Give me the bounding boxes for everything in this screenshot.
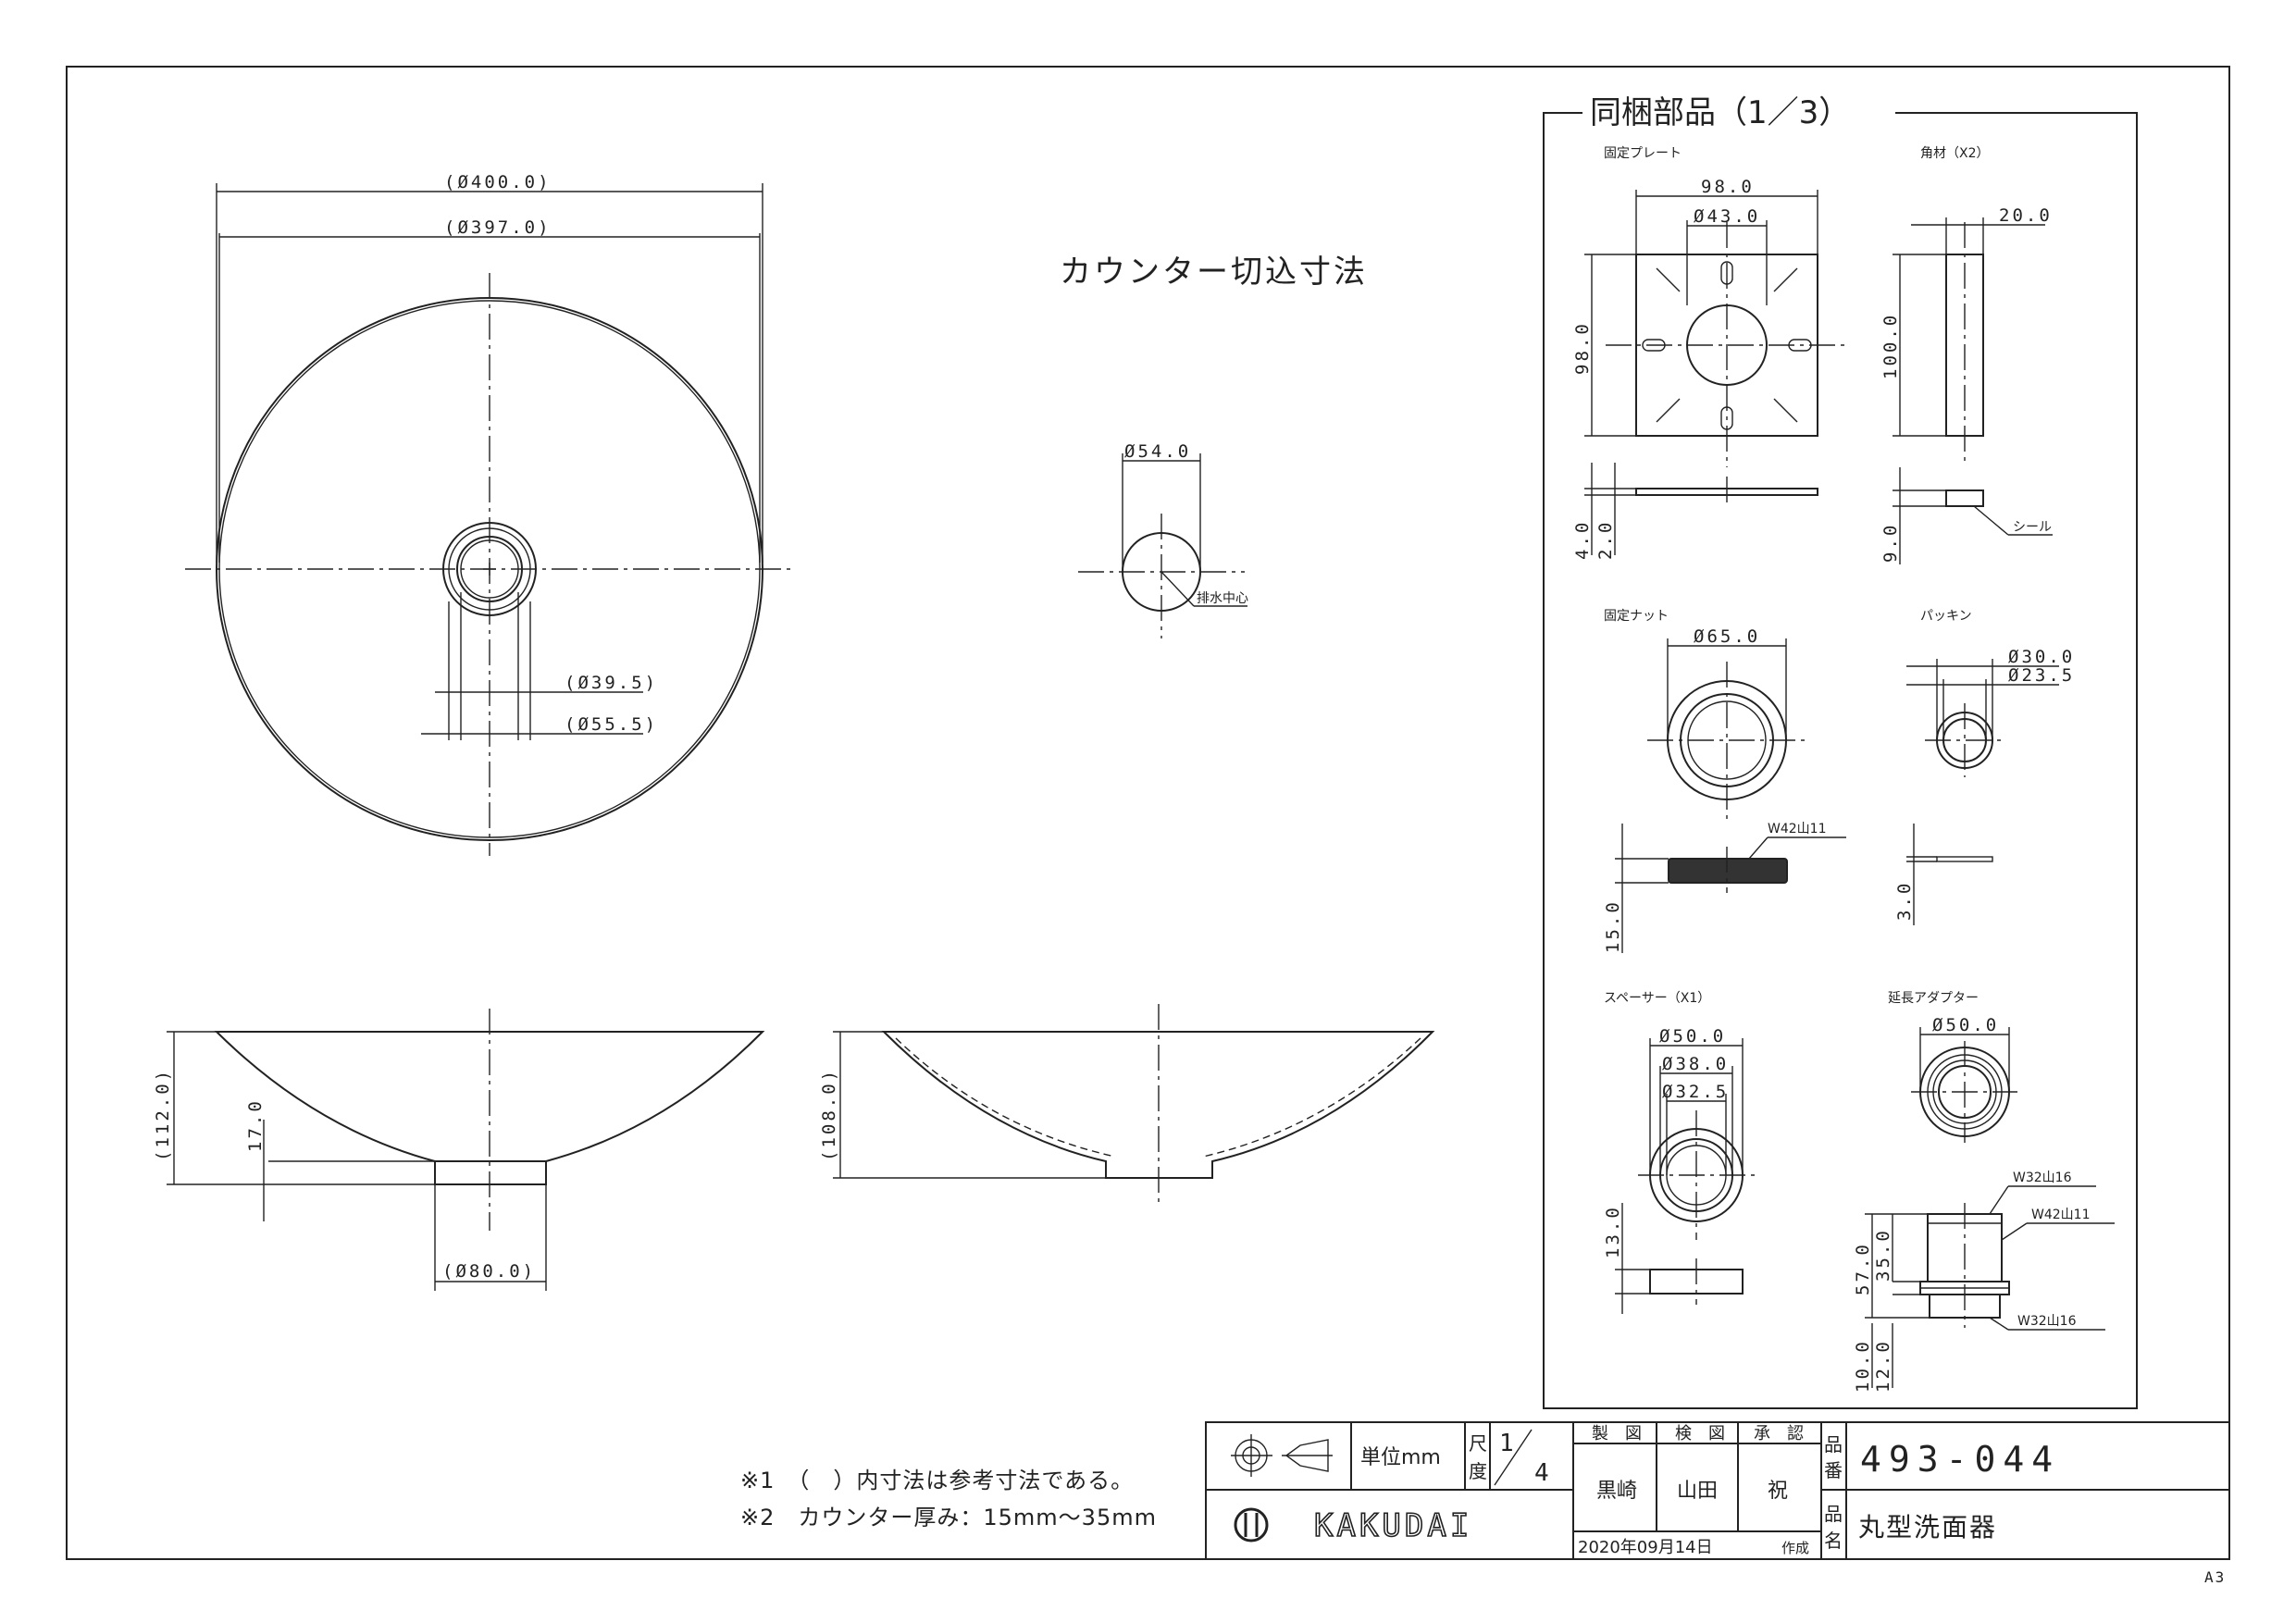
brand-name: KAKUDAI <box>1314 1507 1472 1544</box>
dim-height-right: (108.0) <box>819 1068 839 1161</box>
dim-plate-width: 98.0 <box>1701 177 1755 197</box>
parts-box: 同梱部品（1／3） 固定プレート 98.0 Ø43.0 98.0 4.0 <box>1543 94 2138 1409</box>
drawn-by: 黒崎 <box>1596 1480 1637 1503</box>
dim-counter-hole: Ø54.0 <box>1124 441 1191 462</box>
spacer-name: スペーサー（X1） <box>1604 991 1710 1006</box>
label-adapter-thread-top: W32山16 <box>2013 1171 2072 1185</box>
unit-label: 単位mm <box>1360 1446 1441 1469</box>
dim-spacer-d1: Ø50.0 <box>1659 1026 1726 1047</box>
dim-packing-thk: 3.0 <box>1894 881 1915 921</box>
bar-name: 角材（X2） <box>1920 146 1990 161</box>
sheet-size: A3 <box>2204 1568 2226 1586</box>
dim-bottom-thk: 17.0 <box>245 1098 266 1152</box>
nut-name: 固定ナット <box>1604 609 1669 624</box>
date: 2020年09月14日 <box>1578 1538 1713 1557</box>
bowl-top-view: (Ø400.0) (Ø397.0) (Ø39.5) (Ø55.5) <box>185 172 794 856</box>
dim-packing-inner: Ø23.5 <box>2008 665 2075 686</box>
label-nut-thread: W42山11 <box>1768 822 1826 836</box>
dim-drain-inner: (Ø39.5) <box>565 673 658 693</box>
projection-symbol-icon <box>1231 1434 1333 1477</box>
dim-spacer-d2: Ø38.0 <box>1662 1054 1729 1074</box>
dim-base-dia: (Ø80.0) <box>442 1261 536 1282</box>
dim-spacer-thk: 13.0 <box>1603 1205 1623 1258</box>
col-approved: 承 認 <box>1754 1424 1804 1443</box>
part-name: 丸型洗面器 <box>1858 1512 1997 1542</box>
dim-plate-thk2: 2.0 <box>1595 520 1616 560</box>
scale-denominator: 4 <box>1534 1459 1549 1487</box>
parts-header: 同梱部品（1／3） <box>1590 94 1850 131</box>
note-1: ※1 （ ）内寸法は参考寸法である。 <box>740 1468 1134 1493</box>
dim-plate-thk1: 4.0 <box>1572 520 1593 560</box>
plate-name: 固定プレート <box>1604 146 1682 161</box>
bowl-side-view-right: (108.0) <box>819 1004 1435 1203</box>
counter-cutout: カウンター切込寸法 Ø54.0 排水中心 <box>1060 254 1368 638</box>
kakudai-logo <box>1234 1507 1269 1542</box>
dim-outer-dia: (Ø400.0) <box>444 172 552 192</box>
dim-adapter-b: 12.0 <box>1873 1339 1893 1393</box>
scale-label-1: 尺 <box>1469 1432 1487 1455</box>
dim-nut-dia: Ø65.0 <box>1694 626 1760 647</box>
label-seal: シール <box>2013 520 2052 535</box>
name-label-2: 名 <box>1824 1530 1843 1552</box>
dim-plate-hole: Ø43.0 <box>1694 206 1760 227</box>
sheet-frame <box>66 66 2230 1560</box>
title-block: 単位mm 尺 度 1 4 KAKUDAI 製 図 検 図 承 認 黒崎 山田 祝… <box>1205 1421 2230 1560</box>
note-2: ※2 カウンター厚み：15mm～35mm <box>740 1505 1157 1530</box>
counter-title: カウンター切込寸法 <box>1060 254 1368 291</box>
name-label-1: 品 <box>1824 1503 1843 1525</box>
checked-by: 山田 <box>1677 1480 1718 1503</box>
dim-inner-dia: (Ø397.0) <box>444 217 552 238</box>
dim-adapter-upper: 35.0 <box>1873 1228 1893 1282</box>
approved-by: 祝 <box>1768 1480 1788 1503</box>
packing-name: パッキン <box>1920 609 1972 624</box>
col-checked: 検 図 <box>1675 1424 1725 1443</box>
label-adapter-thread-bot: W32山16 <box>2017 1314 2077 1329</box>
label-drain-center: 排水中心 <box>1197 591 1248 606</box>
dim-adapter-total: 57.0 <box>1853 1242 1873 1295</box>
dim-packing-outer: Ø30.0 <box>2008 647 2075 667</box>
dim-adapter-a: 10.0 <box>1853 1339 1873 1393</box>
part-no-label-1: 品 <box>1824 1433 1843 1456</box>
scale-label-2: 度 <box>1469 1460 1487 1482</box>
part-number: 493-044 <box>1860 1439 2060 1480</box>
dim-bar-length: 100.0 <box>1880 313 1901 379</box>
dim-adapter-dia: Ø50.0 <box>1932 1015 1999 1035</box>
dim-height-left: (112.0) <box>153 1068 173 1161</box>
bowl-side-view-left: (112.0) 17.0 (Ø80.0) <box>153 1009 765 1291</box>
label-adapter-thread-mid: W42山11 <box>2031 1208 2090 1222</box>
dim-seal-height: 9.0 <box>1880 523 1901 563</box>
scale-numerator: 1 <box>1499 1430 1514 1457</box>
adapter-name: 延長アダプター <box>1888 991 1979 1006</box>
col-drawn: 製 図 <box>1592 1424 1642 1443</box>
dim-bar-width: 20.0 <box>1999 205 2053 226</box>
part-no-label-2: 番 <box>1824 1459 1843 1481</box>
dim-drain-outer: (Ø55.5) <box>565 714 658 735</box>
dim-spacer-d3: Ø32.5 <box>1662 1082 1729 1102</box>
dim-nut-height: 15.0 <box>1603 899 1623 953</box>
created-label: 作成 <box>1781 1540 1809 1556</box>
dim-plate-height: 98.0 <box>1572 321 1593 375</box>
